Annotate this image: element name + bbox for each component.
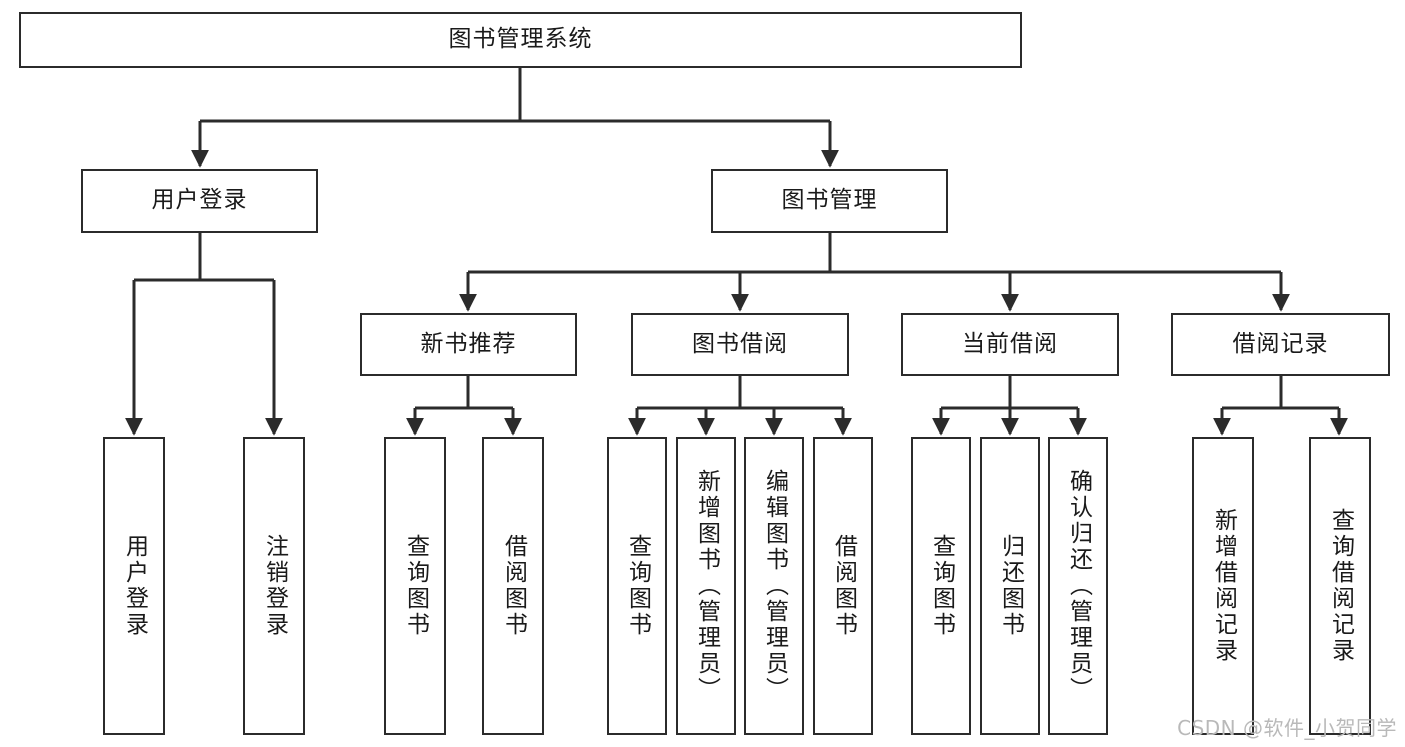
node-leaf-query-borrow-record-label: 查询借阅记录 [1327, 508, 1354, 664]
node-leaf-return-book-label: 归还图书 [997, 534, 1024, 638]
node-book-borrow-label: 图书借阅 [692, 330, 788, 357]
node-leaf-query-borrow-record[interactable]: 查询借阅记录 [1309, 437, 1371, 735]
node-leaf-borrow-book-1-label: 借阅图书 [500, 534, 527, 638]
node-leaf-logout-login[interactable]: 注销登录 [243, 437, 305, 735]
node-leaf-add-borrow-record[interactable]: 新增借阅记录 [1192, 437, 1254, 735]
node-leaf-edit-book-label: 编辑图书（管理员） [761, 469, 788, 703]
node-leaf-add-book-label: 新增图书（管理员） [693, 469, 720, 703]
node-current-borrow-label: 当前借阅 [962, 330, 1058, 357]
node-leaf-add-book[interactable]: 新增图书（管理员） [676, 437, 736, 735]
node-leaf-query-book-1-label: 查询图书 [402, 534, 429, 638]
node-leaf-confirm-return[interactable]: 确认归还（管理员） [1048, 437, 1108, 735]
node-book-borrow[interactable]: 图书借阅 [631, 313, 849, 376]
node-root-label: 图书管理系统 [448, 26, 593, 53]
node-borrow-record[interactable]: 借阅记录 [1171, 313, 1390, 376]
node-leaf-return-book[interactable]: 归还图书 [980, 437, 1040, 735]
node-leaf-query-book-3[interactable]: 查询图书 [911, 437, 971, 735]
node-book-manage-label: 图书管理 [781, 187, 878, 214]
node-new-book-recommendation[interactable]: 新书推荐 [360, 313, 577, 376]
node-book-manage[interactable]: 图书管理 [711, 169, 948, 233]
node-leaf-borrow-book-2-label: 借阅图书 [830, 534, 857, 638]
node-leaf-logout-login-label: 注销登录 [261, 534, 288, 638]
node-leaf-query-book-2-label: 查询图书 [624, 534, 651, 638]
node-root-book-management-system[interactable]: 图书管理系统 [19, 12, 1022, 68]
node-user-login-label: 用户登录 [151, 187, 248, 214]
watermark-text: CSDN @软件_小贺同学 [1177, 716, 1397, 740]
node-leaf-query-book-3-label: 查询图书 [928, 534, 955, 638]
node-leaf-add-borrow-record-label: 新增借阅记录 [1210, 508, 1237, 664]
node-leaf-borrow-book-1[interactable]: 借阅图书 [482, 437, 544, 735]
node-leaf-user-login[interactable]: 用户登录 [103, 437, 165, 735]
node-current-borrow[interactable]: 当前借阅 [901, 313, 1119, 376]
node-leaf-borrow-book-2[interactable]: 借阅图书 [813, 437, 873, 735]
node-leaf-edit-book[interactable]: 编辑图书（管理员） [744, 437, 804, 735]
node-leaf-user-login-label: 用户登录 [121, 534, 148, 638]
node-user-login[interactable]: 用户登录 [81, 169, 318, 233]
node-leaf-confirm-return-label: 确认归还（管理员） [1065, 469, 1092, 703]
node-leaf-query-book-2[interactable]: 查询图书 [607, 437, 667, 735]
node-new-book-recommendation-label: 新书推荐 [420, 330, 517, 357]
node-borrow-record-label: 借阅记录 [1232, 330, 1329, 357]
node-leaf-query-book-1[interactable]: 查询图书 [384, 437, 446, 735]
